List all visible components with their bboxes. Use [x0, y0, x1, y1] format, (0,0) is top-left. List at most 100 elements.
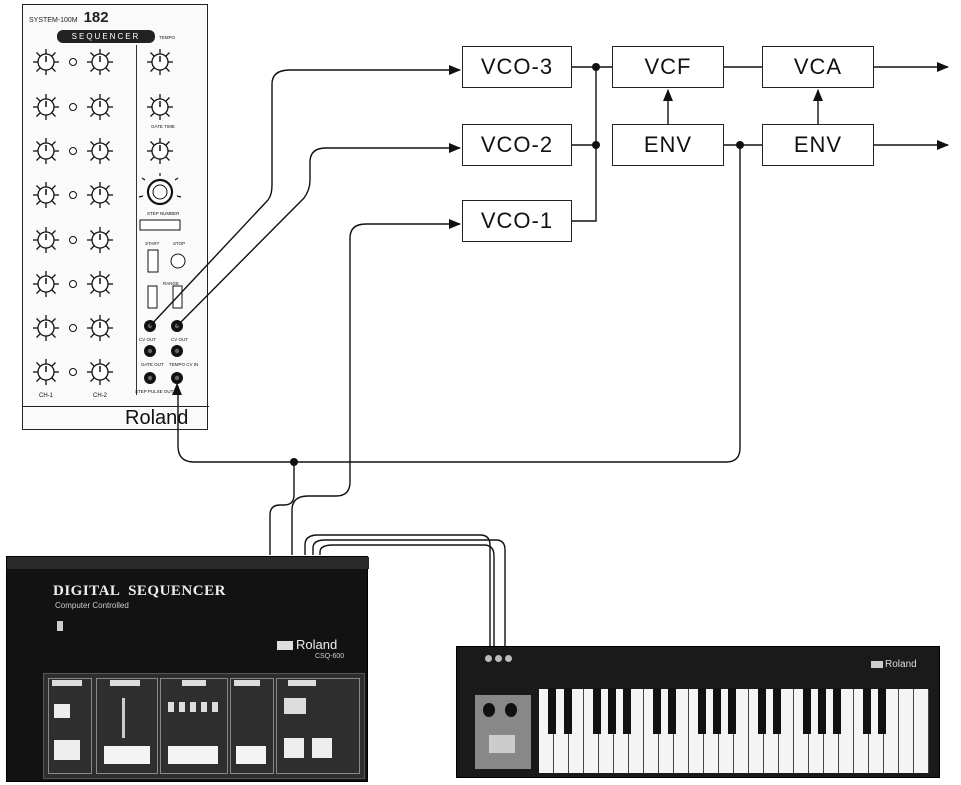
step-pulse-out-label: STEP PULSE OUT: [135, 389, 174, 394]
vca-block: VCA: [762, 46, 874, 88]
tempo-cv-in-jack[interactable]: [171, 372, 183, 384]
range-switch-2[interactable]: [172, 285, 183, 309]
ch1-step3-knob[interactable]: [32, 137, 60, 165]
bender-lever[interactable]: [489, 735, 515, 753]
module-model-number: 182: [83, 9, 109, 26]
keyboard-jack-2[interactable]: [495, 655, 502, 662]
panel-key-row[interactable]: [168, 702, 220, 712]
ch2-step5-knob[interactable]: [86, 226, 114, 254]
panel-section-1: [48, 678, 92, 774]
cv-out-ch2-jack[interactable]: [171, 320, 183, 332]
keyboard-jack-1[interactable]: [485, 655, 492, 662]
ch2-step4-knob[interactable]: [86, 181, 114, 209]
ch1-step2-knob[interactable]: [32, 93, 60, 121]
csq600-top-edge: [7, 557, 369, 569]
module-footer-divider: [23, 406, 209, 407]
panel-tab-4: [234, 680, 260, 686]
cv-out-1-label: CV OUT: [139, 337, 157, 342]
ch2-step2-knob[interactable]: [86, 93, 114, 121]
ch2-step8-knob[interactable]: [86, 358, 114, 386]
vcf-block: VCF: [612, 46, 724, 88]
panel-display-1: [104, 746, 150, 764]
vco3-label: VCO-3: [480, 54, 554, 79]
tempo-knob[interactable]: [146, 48, 174, 76]
csq600-title: DIGITAL SEQUENCER: [53, 583, 226, 599]
gate-time-knob[interactable]: [146, 137, 174, 165]
stop-button[interactable]: [170, 253, 186, 269]
tempo-fine-knob[interactable]: [146, 93, 174, 121]
module-divider: [136, 45, 137, 395]
ch1-step6-knob[interactable]: [32, 270, 60, 298]
csq600-brand: Roland: [296, 637, 338, 652]
csq600-power-switch[interactable]: [57, 621, 63, 631]
keyboard-brand: Roland: [885, 659, 917, 670]
range-switch-1[interactable]: [147, 285, 158, 309]
bender-knob-1[interactable]: [483, 703, 495, 717]
step-switch[interactable]: [139, 219, 181, 231]
panel-tab-5: [288, 680, 316, 686]
ch2-step7-knob[interactable]: [86, 314, 114, 342]
ch2-step6-knob[interactable]: [86, 270, 114, 298]
panel-display-3: [236, 746, 266, 764]
bender-knob-2[interactable]: [505, 703, 517, 717]
panel-section-2: [96, 678, 158, 774]
vco1-block: VCO-1: [462, 200, 572, 242]
panel-section-5: [276, 678, 360, 774]
vco3-block: VCO-3: [462, 46, 572, 88]
env1-label: ENV: [643, 132, 693, 157]
panel-tab-3: [182, 680, 206, 686]
csq600-model: CSQ-600: [315, 653, 345, 660]
module-brand-logo: Roland: [125, 407, 189, 429]
ch2-label: CH-2: [93, 393, 108, 399]
module-title: SEQUENCER: [71, 32, 141, 41]
panel-slider[interactable]: [122, 698, 125, 738]
vcf-label: VCF: [644, 54, 692, 79]
panel-tab-1: [52, 680, 82, 686]
ch1-step8-knob[interactable]: [32, 358, 60, 386]
env2-label: ENV: [793, 132, 843, 157]
tempo-label: TEMPO: [159, 35, 176, 40]
panel-button-1[interactable]: [54, 704, 70, 718]
keyboard-brand-logo: Roland: [871, 659, 917, 670]
csq600-subtitle: Computer Controlled: [55, 601, 129, 610]
step-led-column: [69, 58, 77, 376]
gate-out-jack[interactable]: [144, 345, 156, 357]
black-keys[interactable]: [538, 688, 928, 738]
gate-out-label: GATE OUT: [141, 362, 164, 367]
csq600-unit: DIGITAL SEQUENCER Computer Controlled Ro…: [6, 556, 369, 782]
panel-section-4: [230, 678, 274, 774]
keyboard-jack-3[interactable]: [505, 655, 512, 662]
ch1-step1-knob[interactable]: [32, 48, 60, 76]
ch1-label: CH-1: [39, 393, 54, 399]
tempo-cv-in-jack-top[interactable]: [171, 345, 183, 357]
panel-button-4[interactable]: [284, 738, 304, 758]
env2-block: ENV: [762, 124, 874, 166]
vco1-label: VCO-1: [480, 208, 554, 233]
panel-button-2[interactable]: [54, 740, 80, 760]
csq600-brand-logo: Roland: [277, 637, 337, 652]
panel-button-5[interactable]: [312, 738, 332, 758]
ch1-step4-knob[interactable]: [32, 181, 60, 209]
module-title-bar: SEQUENCER: [57, 30, 155, 43]
start-switch[interactable]: [147, 249, 159, 273]
env1-block: ENV: [612, 124, 724, 166]
vco2-block: VCO-2: [462, 124, 572, 166]
csq600-brand-badge: [277, 641, 293, 651]
ch2-step3-knob[interactable]: [86, 137, 114, 165]
step-number-knob[interactable]: [138, 173, 182, 206]
ch1-step5-knob[interactable]: [32, 226, 60, 254]
vco2-label: VCO-2: [480, 132, 554, 157]
keyboard-brand-badge: [871, 660, 883, 668]
vca-label: VCA: [793, 54, 843, 79]
module-system-label: SYSTEM-100M: [29, 17, 78, 24]
ch2-step1-knob[interactable]: [86, 48, 114, 76]
ch1-step7-knob[interactable]: [32, 314, 60, 342]
keyboard-left-panel: [475, 695, 531, 769]
module-header: SYSTEM-100M 182: [29, 9, 109, 26]
step-pulse-out-jack[interactable]: [144, 372, 156, 384]
csq600-control-panel: [43, 673, 365, 779]
panel-button-3[interactable]: [284, 698, 306, 714]
panel-tab-2: [110, 680, 140, 686]
cv-out-ch1-jack[interactable]: [144, 320, 156, 332]
panel-display-2: [168, 746, 218, 764]
